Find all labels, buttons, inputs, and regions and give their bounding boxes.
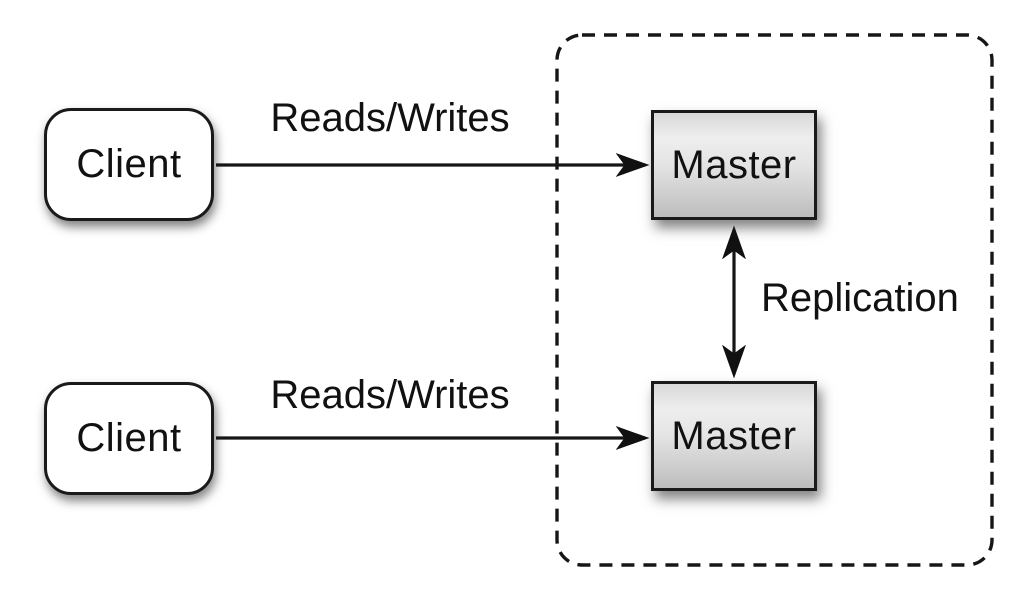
replication-label: Replication bbox=[761, 276, 959, 320]
client-node-bottom: Client bbox=[44, 382, 214, 495]
reads-writes-label-bottom: Reads/Writes bbox=[270, 373, 510, 417]
master-node-top-label: Master bbox=[671, 142, 797, 187]
master-node-bottom-label: Master bbox=[671, 413, 797, 458]
client-node-bottom-label: Client bbox=[76, 416, 182, 460]
master-node-top: Master bbox=[651, 110, 817, 220]
replication-zone-dashed-border bbox=[555, 33, 994, 567]
reads-writes-label-top: Reads/Writes bbox=[270, 96, 510, 140]
client-node-top-label: Client bbox=[76, 142, 182, 186]
client-node-top: Client bbox=[44, 108, 214, 221]
master-node-bottom: Master bbox=[651, 381, 817, 491]
